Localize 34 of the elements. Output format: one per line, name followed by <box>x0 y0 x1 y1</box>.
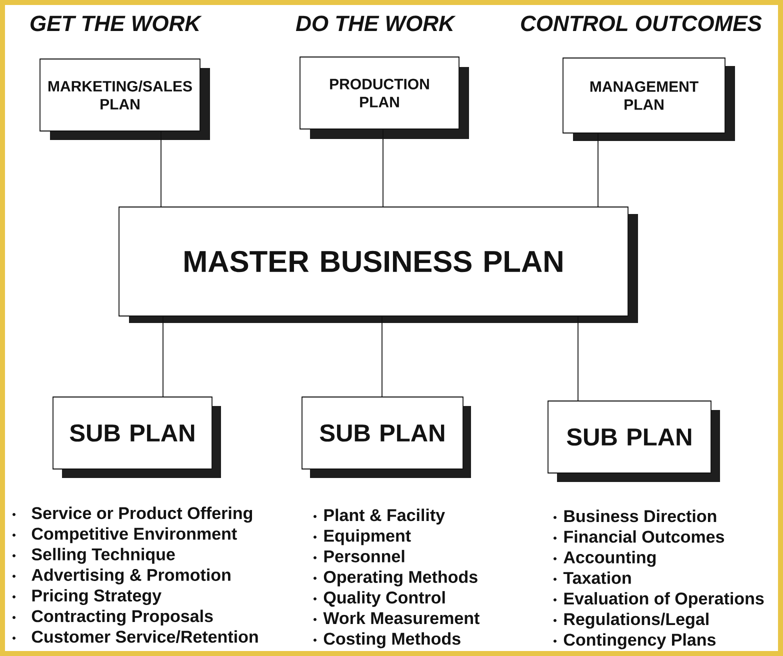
plan-box: PRODUCTION PLAN <box>300 56 469 139</box>
list-item: Evaluation of Operations <box>564 592 764 608</box>
list-item: Accounting <box>564 550 656 567</box>
list-item: Pricing Strategy <box>32 589 162 605</box>
sub-box: SUB PLAN <box>302 396 471 478</box>
sub-box: SUB PLAN <box>52 396 221 478</box>
list-item: Customer Service/Retention <box>32 630 258 643</box>
list-item: Personnel <box>324 550 404 562</box>
list-item: Taxation <box>563 572 631 584</box>
plan-box: MANAGEMENT PLAN <box>562 58 735 141</box>
list-item: Business Direction <box>564 510 716 522</box>
plan-box: MARKETING/SALES PLAN <box>40 58 210 140</box>
column-heading: CONTROL OUTCOMES <box>521 16 762 32</box>
list-item: Plant & Facility <box>324 508 445 525</box>
list-item: Operating Methods <box>324 570 478 586</box>
list-item: Equipment <box>324 529 411 546</box>
connector-line <box>162 316 164 397</box>
list-item: Service or Product Offering <box>32 506 252 523</box>
list-item: Costing Methods <box>324 632 460 648</box>
list-item: Financial Outcomes <box>564 530 724 543</box>
main-box: MASTER BUSINESS PLAN <box>118 206 638 323</box>
list-item: Competitive Environment <box>32 527 237 544</box>
list-item: Selling Technique <box>32 548 175 564</box>
list-item: Regulations/Legal <box>564 612 708 629</box>
list-item: Contingency Plans <box>564 633 716 650</box>
connector-line <box>160 131 162 207</box>
sub-box: SUB PLAN <box>548 400 720 482</box>
list-item: Work Measurement <box>323 612 480 624</box>
list-item: Advertising & Promotion <box>32 568 230 584</box>
column-heading: DO THE WORK <box>296 16 456 32</box>
connector-line <box>382 129 384 207</box>
column-heading: GET THE WORK <box>30 16 202 32</box>
list-item: Contracting Proposals <box>32 610 213 626</box>
list-item: Quality Control <box>324 591 445 607</box>
